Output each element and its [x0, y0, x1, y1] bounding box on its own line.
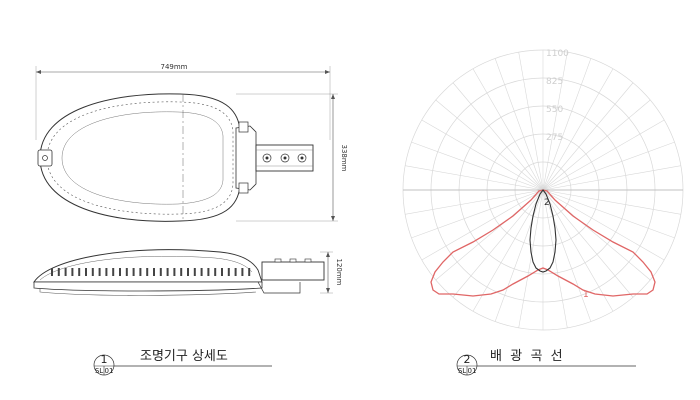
- polar-ring-label: 1100: [546, 49, 569, 59]
- polar-spoke: [542, 189, 665, 261]
- polar-spoke: [542, 189, 634, 298]
- polar-spoke: [411, 189, 544, 239]
- polar-spoke: [542, 58, 592, 191]
- width-dimension-label: 749mm: [161, 63, 188, 71]
- cooling-fins: [51, 268, 251, 276]
- curve-1-label: 1: [583, 290, 589, 300]
- polar-spoke: [518, 189, 544, 328]
- polar-ring-label: 275: [546, 133, 563, 143]
- bolt-icon: [280, 153, 290, 163]
- polar-spoke: [494, 189, 544, 322]
- polar-spoke: [542, 189, 592, 322]
- title-block-2: 2 SL 01 배 광 곡 선: [456, 349, 636, 376]
- detail-tag-2-number: 2: [464, 353, 471, 366]
- latch: [37, 149, 53, 167]
- light-distribution-curve-2: [529, 189, 557, 273]
- polar-spoke: [472, 189, 544, 312]
- title-block-1: 1 SL 01 조명기구 상세도: [93, 349, 272, 376]
- height-dimension-label: 338mm: [340, 145, 348, 172]
- polar-spoke: [421, 119, 544, 191]
- polar-spoke: [542, 119, 665, 191]
- detail-title-2: 배 광 곡 선: [490, 349, 563, 364]
- detail-tag-2-sheet-no: 01: [468, 367, 477, 375]
- bolt-icon: [297, 153, 307, 163]
- detail-tag-1-number: 1: [101, 353, 108, 366]
- polar-spoke: [542, 189, 614, 312]
- polar-spoke: [435, 99, 544, 191]
- polar-spoke: [472, 68, 544, 191]
- luminaire-top-view: 749mm 338mm: [35, 63, 348, 222]
- polar-spoke: [405, 165, 544, 191]
- polar-spoke: [542, 189, 675, 239]
- polar-ring-label: 825: [546, 77, 563, 87]
- polar-spoke: [405, 189, 544, 215]
- polar-spoke: [542, 99, 651, 191]
- polar-spoke: [542, 52, 568, 191]
- curve-2-label: 2: [544, 198, 550, 208]
- detail-tag-2-sheet: SL: [458, 367, 466, 375]
- polar-ring-label: 550: [546, 105, 563, 115]
- polar-light-distribution: 1100 825 550 275 1 2: [402, 49, 684, 331]
- detail-tag-1-sheet: SL: [95, 367, 103, 375]
- polar-spoke: [542, 189, 568, 328]
- polar-spoke: [542, 68, 614, 191]
- detail-tag-1-sheet-no: 01: [105, 367, 114, 375]
- polar-spoke: [411, 141, 544, 191]
- side-bracket: [261, 261, 325, 281]
- polar-spoke: [542, 189, 681, 215]
- polar-spoke: [421, 189, 544, 261]
- bolt-icon: [262, 153, 272, 163]
- polar-spoke: [452, 189, 544, 298]
- polar-spoke: [452, 82, 544, 191]
- polar-spoke: [494, 58, 544, 191]
- polar-spoke: [542, 82, 634, 191]
- polar-spoke: [542, 141, 675, 191]
- detail-title-1: 조명기구 상세도: [140, 349, 228, 364]
- luminaire-side-view: 120mm: [33, 249, 343, 296]
- side-height-dimension-label: 120mm: [335, 259, 343, 286]
- polar-spoke: [518, 52, 544, 191]
- light-distribution-curve-1: [430, 189, 656, 297]
- polar-spoke: [542, 165, 681, 191]
